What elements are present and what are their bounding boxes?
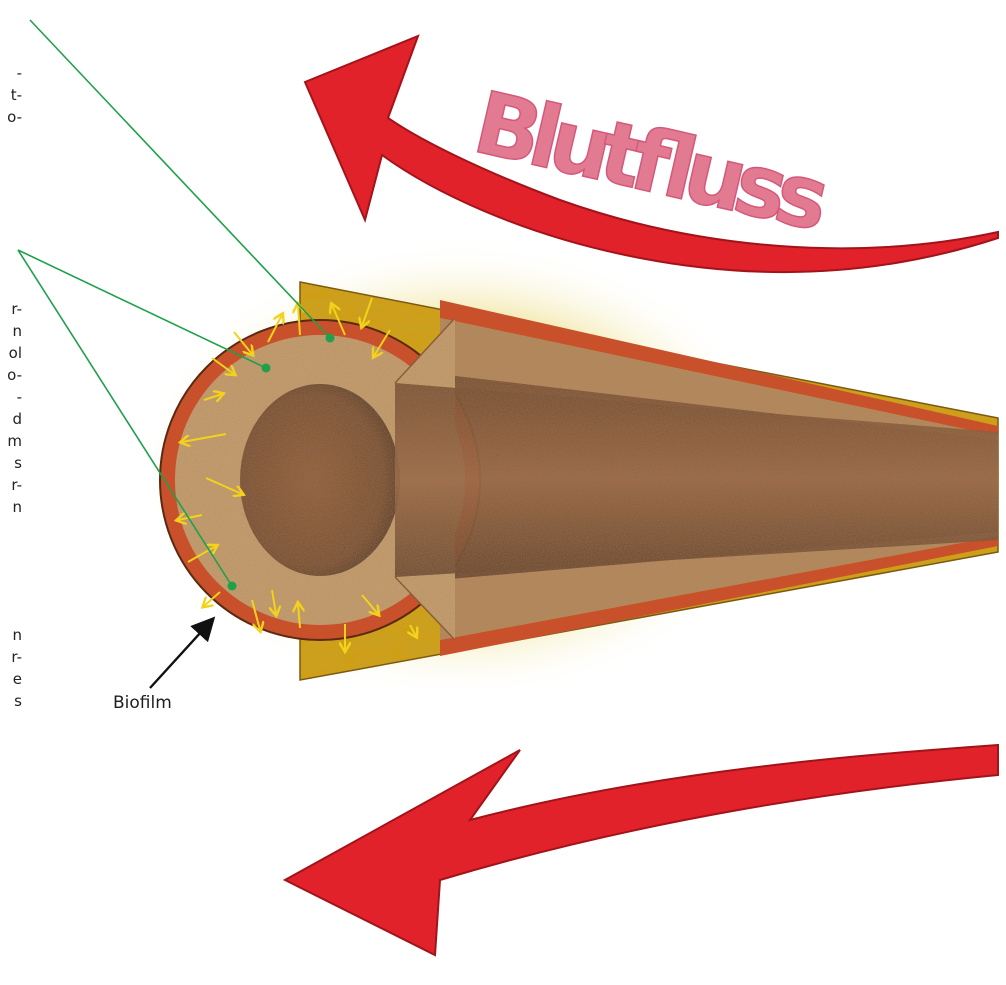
cut-off-text-fragment: e — [13, 668, 22, 690]
cut-off-text-fragment: o- — [7, 364, 22, 386]
cut-off-text-fragment: - — [17, 386, 22, 408]
cut-off-text-fragment: r- — [11, 646, 22, 668]
biofilm-label: Biofilm — [113, 693, 172, 713]
cut-off-text-fragment: ol — [9, 342, 22, 364]
cut-off-text-fragment: n — [12, 624, 22, 646]
cut-off-text-fragment: r- — [11, 474, 22, 496]
cut-off-text-fragment: t- — [11, 84, 22, 106]
cut-off-text-fragment: r- — [11, 298, 22, 320]
cut-off-text-fragment: n — [12, 320, 22, 342]
cut-off-text-fragment: n — [12, 496, 22, 518]
cut-off-text-fragment: s — [14, 690, 22, 712]
cut-off-text-fragment: - — [17, 62, 22, 84]
blood-flow-arrow-bottom — [285, 745, 998, 955]
lumen — [240, 384, 400, 576]
cut-off-text-fragment: m — [7, 430, 22, 452]
biofilm-pointer — [150, 620, 212, 688]
cut-off-text-fragment: s — [14, 452, 22, 474]
cut-off-text-fragment: d — [12, 408, 22, 430]
cut-off-text-fragment: o- — [7, 106, 22, 128]
